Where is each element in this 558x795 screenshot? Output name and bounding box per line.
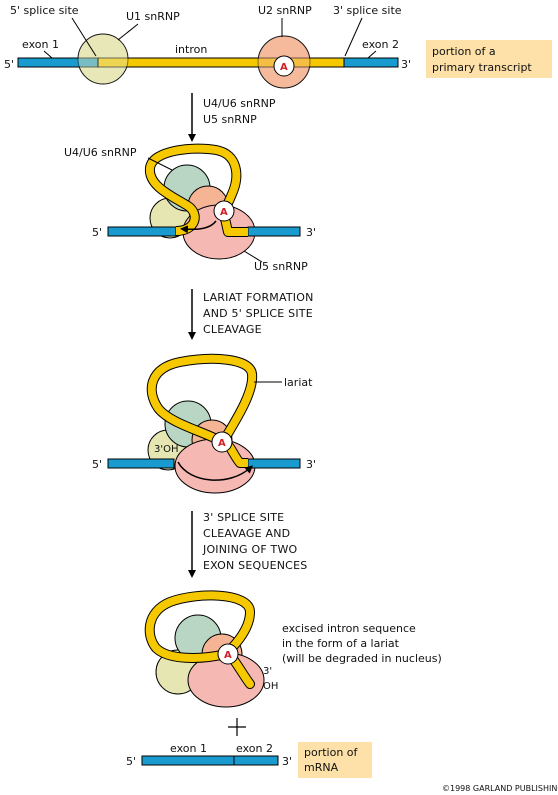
mrna-exon2-label: exon 2 — [236, 742, 273, 755]
step3-line1: 3' SPLICE SITE — [203, 511, 284, 524]
mrna-exon2-strand — [233, 755, 279, 766]
exon2-strand — [247, 458, 301, 469]
excised-note-line1: excised intron sequence — [282, 622, 416, 635]
intron-strand-top — [97, 57, 345, 68]
u1-label: U1 snRNP — [126, 10, 180, 23]
three-prime-end: 3' — [401, 58, 411, 71]
three-prime-site-label: 3' splice site — [333, 4, 402, 17]
five-prime-end: 5' — [92, 458, 102, 471]
three-prime-site-leader — [344, 17, 363, 57]
u5-label: U5 snRNP — [254, 260, 308, 273]
mrna-exon1-strand — [141, 755, 235, 766]
plus-icon — [228, 718, 246, 736]
u46-label: U4/U6 snRNP — [64, 146, 137, 159]
branch-point-circle — [213, 200, 235, 222]
attack-arrow — [180, 220, 217, 234]
three-prime-end: 3' — [306, 458, 316, 471]
mrna-box — [298, 742, 372, 778]
excised-note-line3: (will be degraded in nucleus) — [282, 652, 442, 665]
primary-transcript-box-line1: portion of a — [432, 45, 496, 58]
step1-line2: U5 snRNP — [203, 113, 257, 126]
branch-point-a: A — [280, 62, 288, 73]
oh-label: 3'OH — [154, 444, 179, 455]
step2-line2: AND 5' SPLICE SITE — [203, 307, 313, 320]
exon2-strand — [247, 226, 301, 237]
excised-note-line2: in the form of a lariat — [282, 637, 400, 650]
u1-leader — [117, 23, 139, 41]
mrna-exon1-label: exon 1 — [170, 742, 207, 755]
u5-leader — [243, 250, 263, 263]
mrna-box-line2: mRNA — [304, 761, 339, 774]
branch-point-circle — [273, 55, 295, 77]
panel-primary-transcript: A 5' splice site U1 snRNP U2 snRNP 3' sp… — [4, 4, 552, 89]
primary-transcript-box-line2: primary transcript — [432, 61, 532, 74]
lariat-3prime: 3' — [263, 666, 272, 677]
copyright: ©1998 GARLAND PUBLISHING — [442, 784, 558, 793]
exon1-strand — [107, 458, 175, 469]
three-prime-end: 3' — [306, 226, 316, 239]
exon1-leader — [43, 50, 53, 59]
branch-point-circle — [217, 643, 239, 665]
branch-point-a: A — [224, 650, 232, 661]
exon1-label: exon 1 — [22, 38, 59, 51]
five-prime-end: 5' — [92, 226, 102, 239]
mrna-five-prime-end: 5' — [126, 755, 136, 768]
u2-label: U2 snRNP — [258, 4, 312, 17]
five-prime-end: 5' — [4, 58, 14, 71]
mrna-three-prime-end: 3' — [282, 755, 292, 768]
join-arrow — [177, 461, 253, 481]
exon1-strand-top — [17, 57, 99, 68]
step3-line3: JOINING OF TWO — [202, 543, 298, 556]
five-prime-site-leader — [71, 17, 97, 57]
exon1-strand — [107, 226, 177, 237]
primary-transcript-box — [426, 40, 552, 78]
panel-spliceosome-assembly: A U4/U6 snRNP U5 snRNP 5' 3' — [64, 143, 316, 273]
step3-line4: EXON SEQUENCES — [203, 559, 307, 572]
lariat-oh: OH — [263, 681, 278, 692]
mrna-box-line1: portion of — [304, 746, 359, 759]
branch-point-a: A — [218, 438, 226, 449]
u46-leader — [147, 157, 173, 171]
branch-point-circle — [211, 431, 233, 453]
step1-line1: U4/U6 snRNP — [203, 97, 276, 110]
step2-line3: CLEAVAGE — [203, 323, 262, 336]
panel-lariat-formation: A lariat 3'OH 5' 3' — [92, 353, 316, 494]
lariat-label: lariat — [284, 376, 313, 389]
panel-mrna: 5' exon 1 exon 2 3' portion of mRNA — [126, 742, 372, 778]
branch-point-a: A — [220, 207, 228, 218]
intron-label: intron — [175, 43, 207, 56]
exon2-strand — [343, 57, 399, 68]
exon2-leader — [367, 50, 377, 59]
five-prime-site-label: 5' splice site — [10, 4, 79, 17]
exon2-label: exon 2 — [362, 38, 399, 51]
step3-line2: CLEAVAGE AND — [203, 527, 290, 540]
step2-line1: LARIAT FORMATION — [203, 291, 314, 304]
panel-excised-lariat: A 3' OH excised intron sequence in the f… — [144, 590, 442, 708]
